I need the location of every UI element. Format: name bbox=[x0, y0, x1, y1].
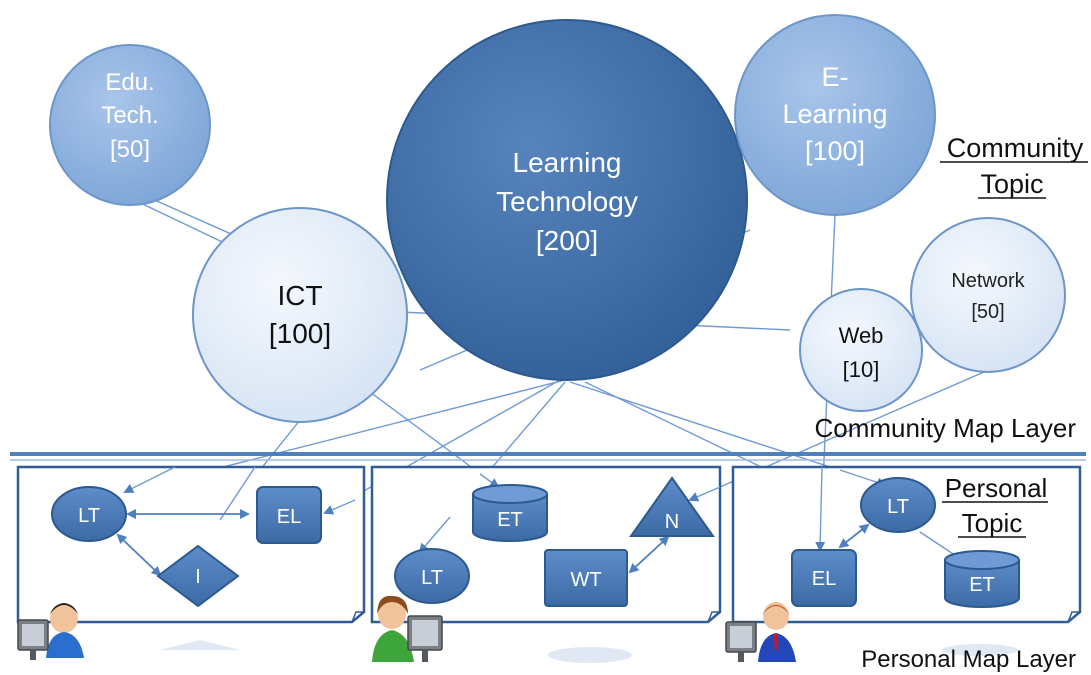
topic-network[interactable]: Network [50] bbox=[910, 217, 1066, 373]
p1-node-el[interactable]: EL bbox=[256, 486, 322, 544]
topic-ict[interactable]: ICT [100] bbox=[192, 207, 408, 423]
layer-divider bbox=[10, 452, 1086, 461]
p2-node-wt[interactable]: WT bbox=[544, 549, 628, 607]
edu-tech-line1: Edu. bbox=[105, 69, 154, 96]
p1-el-label: EL bbox=[277, 506, 301, 528]
p3-node-et[interactable]: ET bbox=[944, 550, 1020, 608]
network-count: [50] bbox=[971, 301, 1004, 323]
ict-line1: ICT bbox=[277, 280, 322, 311]
p2-node-n[interactable]: N bbox=[629, 476, 715, 537]
p1-i-label: I bbox=[195, 566, 201, 588]
web-line1: Web bbox=[839, 323, 884, 348]
reflections bbox=[160, 640, 1018, 663]
p1-links bbox=[116, 509, 250, 577]
link-edutech-ict bbox=[129, 197, 236, 249]
personal-topic-line1: Personal bbox=[945, 473, 1048, 503]
community-topic-line1: Community bbox=[947, 133, 1084, 163]
e-learning-line1: E- bbox=[822, 62, 849, 92]
personal-topic-label: Personal Topic bbox=[942, 473, 1048, 538]
user-icon-2 bbox=[372, 595, 443, 662]
personal-map-layer-label: Personal Map Layer bbox=[861, 646, 1076, 673]
p2-node-et[interactable]: ET bbox=[472, 484, 548, 542]
edu-tech-count: [50] bbox=[110, 136, 150, 163]
p3-lt-label: LT bbox=[887, 496, 909, 518]
learning-technology-count: [200] bbox=[536, 225, 598, 256]
edu-tech-line2: Tech. bbox=[101, 102, 158, 129]
topic-e-learning[interactable]: E- Learning [100] bbox=[734, 14, 936, 216]
community-topic-line2: Topic bbox=[980, 169, 1043, 199]
topic-web[interactable]: Web [10] bbox=[799, 288, 923, 412]
p3-links bbox=[838, 523, 870, 549]
learning-technology-line2: Technology bbox=[496, 186, 638, 217]
learning-technology-line1: Learning bbox=[513, 147, 622, 178]
e-learning-count: [100] bbox=[805, 136, 865, 166]
topic-learning-technology[interactable]: Learning Technology [200] bbox=[386, 19, 748, 381]
p2-wt-label: WT bbox=[570, 569, 601, 591]
user-icon-3 bbox=[725, 602, 796, 662]
p2-et-label: ET bbox=[497, 509, 523, 531]
community-map-layer-label: Community Map Layer bbox=[814, 413, 1076, 443]
e-learning-line2: Learning bbox=[782, 99, 887, 129]
p1-node-i[interactable]: I bbox=[156, 544, 240, 608]
p3-node-lt[interactable]: LT bbox=[860, 477, 936, 533]
p1-lt-label: LT bbox=[78, 505, 100, 527]
network-line1: Network bbox=[951, 270, 1025, 292]
p3-el-label: EL bbox=[812, 568, 836, 590]
p2-links bbox=[628, 535, 670, 574]
p1-node-lt[interactable]: LT bbox=[51, 486, 127, 542]
p2-node-lt[interactable]: LT bbox=[394, 548, 470, 604]
ict-count: [100] bbox=[269, 318, 331, 349]
web-count: [10] bbox=[843, 357, 880, 382]
p2-lt-label: LT bbox=[421, 567, 443, 589]
community-topic-label: Community Topic bbox=[940, 133, 1088, 199]
user-icon-1 bbox=[17, 603, 84, 660]
p3-et-label: ET bbox=[969, 574, 995, 596]
p2-n-label: N bbox=[665, 511, 679, 533]
personal-topic-line2: Topic bbox=[962, 508, 1023, 538]
topic-edu-tech[interactable]: Edu. Tech. [50] bbox=[49, 44, 211, 206]
p3-node-el[interactable]: EL bbox=[791, 549, 857, 607]
